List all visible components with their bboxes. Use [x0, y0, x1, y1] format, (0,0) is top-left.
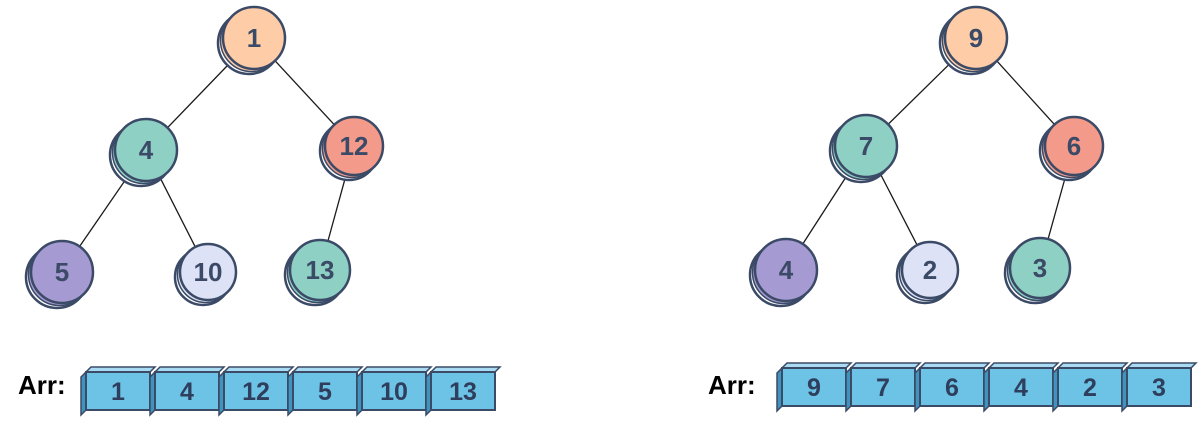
max-heap-node: 7 — [828, 113, 899, 184]
cell-value: 6 — [945, 374, 959, 402]
node-label: 9 — [969, 23, 983, 53]
max-heap-edge-m6-m3 — [1046, 171, 1068, 242]
min-heap-array-cell: 5 — [287, 366, 364, 417]
max-heap-edge-m7-m2 — [878, 171, 919, 248]
max-heap-node: 9 — [938, 5, 1009, 76]
min-heap-node: 1 — [216, 5, 287, 76]
min-heap-edge-n12-n13 — [326, 171, 348, 244]
max-heap-edge-m9-m6 — [995, 59, 1057, 127]
max-heap-edge-m9-m7 — [886, 57, 956, 127]
cell-front-face — [361, 371, 427, 411]
cell-value: 1 — [111, 378, 125, 406]
cell-front-face — [85, 371, 151, 411]
node-circle — [288, 238, 352, 302]
cell-front-face — [223, 371, 289, 411]
max-heap-edge-m7-m4 — [801, 170, 851, 246]
min-heap-edge-n4-n10 — [158, 175, 197, 250]
cell-value: 9 — [807, 374, 821, 402]
max-heap-node: 2 — [895, 240, 960, 305]
max-heap-array-cell: 9 — [776, 362, 853, 413]
max-heap-array-label: Arr: — [708, 370, 756, 400]
node-circle — [900, 240, 960, 300]
cell-value: 10 — [380, 378, 408, 406]
min-heap-edge-n4-n5 — [77, 173, 131, 249]
node-label: 12 — [340, 131, 369, 161]
max-heap-array-cell: 2 — [1052, 362, 1129, 413]
node-circle — [113, 117, 179, 183]
min-heap-array-cell: 13 — [425, 366, 502, 417]
max-heap-array-cell: 7 — [845, 362, 922, 413]
cell-value: 5 — [318, 378, 332, 406]
cell-front-face — [781, 367, 847, 407]
node-label: 3 — [1033, 253, 1047, 283]
min-heap-array-cell: 12 — [218, 366, 295, 417]
cell-value: 3 — [1152, 374, 1166, 402]
node-circle — [1043, 115, 1105, 177]
node-circle — [29, 239, 95, 305]
node-label: 1 — [247, 23, 261, 53]
max-heap-array-cell: 6 — [914, 362, 991, 413]
min-heap-array-cell: 4 — [149, 366, 226, 417]
cell-value: 13 — [449, 378, 477, 406]
min-heap-edge-n1-n12 — [273, 58, 337, 127]
cell-value: 2 — [1083, 374, 1097, 402]
cell-front-face — [988, 367, 1054, 407]
node-circle — [753, 237, 819, 303]
node-label: 13 — [306, 255, 335, 285]
node-label: 2 — [923, 255, 937, 285]
node-label: 7 — [859, 131, 873, 161]
node-label: 10 — [194, 257, 223, 287]
node-label: 5 — [55, 257, 69, 287]
min-heap-edge-n1-n4 — [165, 58, 235, 130]
node-label: 4 — [779, 255, 794, 285]
cell-value: 7 — [876, 374, 890, 402]
min-heap-array-cell: 1 — [80, 366, 157, 417]
node-label: 6 — [1067, 131, 1081, 161]
node-circle — [833, 113, 899, 179]
min-heap-node: 4 — [108, 117, 179, 188]
node-label: 4 — [139, 135, 154, 165]
max-heap-node: 3 — [1003, 236, 1072, 305]
cell-value: 4 — [180, 378, 194, 406]
cell-front-face — [430, 371, 496, 411]
min-heap-node: 13 — [283, 238, 352, 307]
cell-value: 12 — [242, 378, 270, 406]
min-heap-node: 10 — [173, 242, 238, 307]
cell-front-face — [1126, 367, 1192, 407]
max-heap-array-cell: 4 — [983, 362, 1060, 413]
node-circle — [943, 5, 1009, 71]
node-circle — [221, 5, 287, 71]
min-heap-node: 5 — [24, 239, 95, 310]
min-heap-node: 12 — [318, 115, 385, 182]
max-heap-array-cell: 3 — [1121, 362, 1198, 413]
node-circle — [323, 115, 385, 177]
max-heap-node: 6 — [1038, 115, 1105, 182]
node-circle — [1008, 236, 1072, 300]
max-heap-node: 4 — [748, 237, 819, 308]
min-heap-array-label: Arr: — [18, 370, 66, 400]
cell-front-face — [919, 367, 985, 407]
cell-value: 4 — [1014, 374, 1028, 402]
node-circle — [178, 242, 238, 302]
min-heap-array-cell: 10 — [356, 366, 433, 417]
